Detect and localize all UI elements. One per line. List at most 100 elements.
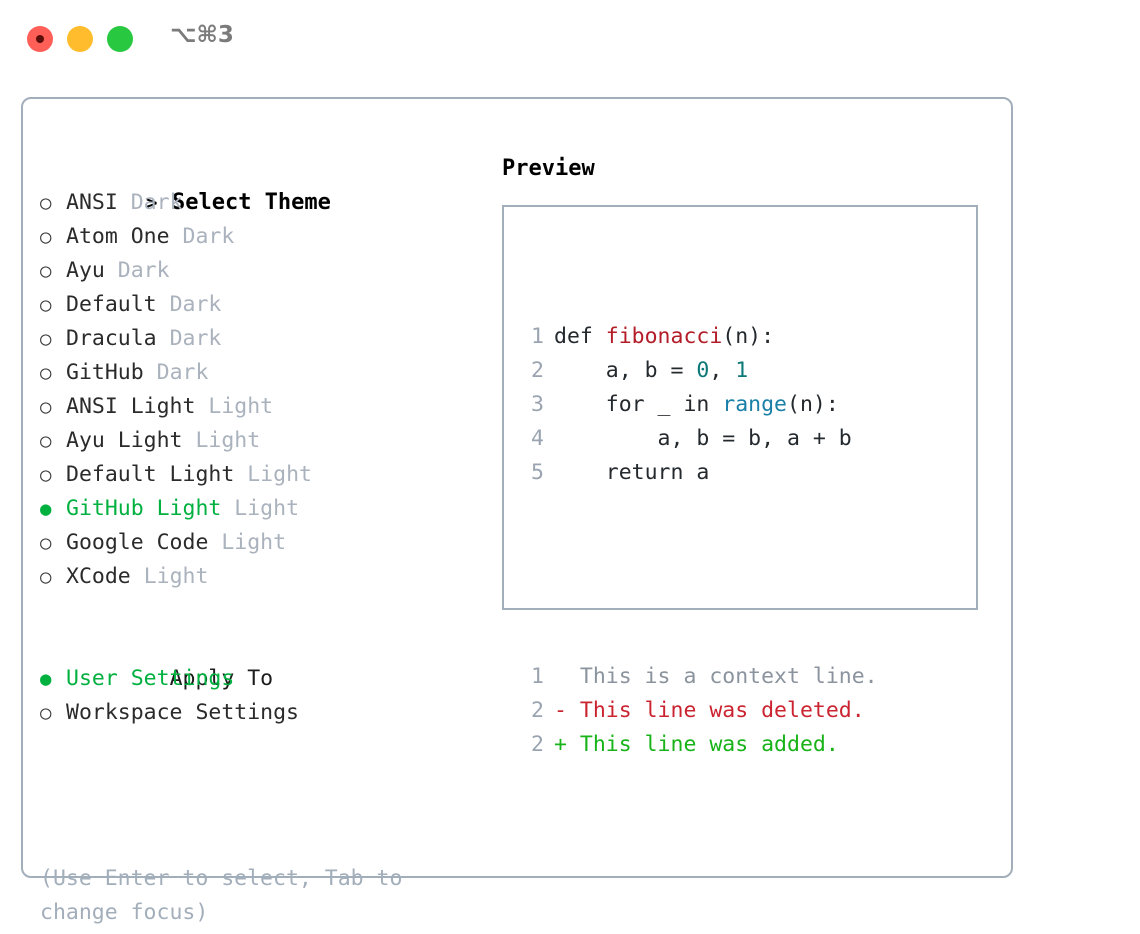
theme-option-label: GitHub Light: [66, 496, 222, 521]
radio-unselected-icon[interactable]: ○: [40, 328, 52, 350]
theme-option-label: ANSI Light: [66, 394, 196, 419]
theme-category-tag: Light: [221, 530, 287, 555]
theme-option-ansi-light[interactable]: ○ ANSI Light Light: [40, 390, 480, 424]
radio-unselected-icon[interactable]: ○: [40, 566, 52, 588]
theme-option-default[interactable]: ○ Default Dark: [40, 288, 480, 322]
diff-marker: [554, 664, 580, 689]
theme-option-github[interactable]: ○ GitHub Dark: [40, 356, 480, 390]
theme-category-tag: Light: [208, 394, 274, 419]
radio-unselected-icon[interactable]: ○: [40, 702, 52, 724]
code-line: 3 for _ in range(n):: [522, 388, 878, 422]
line-number: 2: [531, 698, 544, 723]
title-bar: ⌥⌘3: [0, 0, 1140, 78]
radio-unselected-icon[interactable]: ○: [40, 192, 52, 214]
line-number: 5: [531, 460, 544, 485]
preview-column: Preview: [502, 152, 992, 186]
radio-unselected-icon[interactable]: ○: [40, 260, 52, 282]
radio-unselected-icon[interactable]: ○: [40, 362, 52, 384]
apply-to-heading: ○Apply To: [40, 628, 480, 691]
apply-to-option-label: Workspace Settings: [66, 700, 299, 725]
theme-option-label: ANSI: [66, 190, 118, 215]
select-theme-heading: > Select Theme: [40, 152, 480, 215]
keyboard-hint: (Use Enter to select, Tab to change focu…: [40, 866, 416, 925]
diff-marker: -: [554, 698, 580, 723]
theme-category-tag: Light: [247, 462, 312, 487]
theme-option-default-light[interactable]: ○ Default Light Light: [40, 458, 480, 492]
spacer-text: [221, 496, 234, 521]
radio-selected-icon[interactable]: ●: [40, 498, 52, 520]
theme-option-label: Atom One: [66, 224, 170, 249]
theme-option-label: Default: [66, 292, 157, 317]
theme-option-label: Ayu: [66, 258, 105, 283]
theme-option-google-code[interactable]: ○ Google Code Light: [40, 526, 480, 560]
line-number: 2: [531, 732, 544, 757]
theme-option-label: GitHub: [66, 360, 144, 385]
apply-to-option-label: User Settings: [66, 666, 235, 691]
spacer-text: [144, 360, 157, 385]
code-line: 5 return a: [522, 456, 878, 490]
select-theme-heading-label: Select Theme: [171, 190, 331, 215]
diff-marker: +: [554, 732, 580, 757]
code-token-num: 0: [696, 358, 710, 383]
theme-option-label: Google Code: [66, 530, 209, 555]
spacer-text: [183, 428, 196, 453]
diff-sample: 1 This is a context line.2- This line wa…: [522, 660, 878, 762]
apply-to-option-user-settings[interactable]: ● User Settings: [40, 662, 480, 696]
theme-list: ○ ANSI Dark ○ Atom One Dark ○ Ayu Dark ○ Defaul…: [40, 186, 480, 594]
diff-line-add: 2+ This line was added.: [522, 728, 878, 762]
theme-category-tag: Dark: [169, 292, 222, 317]
theme-picker-column: > Select Theme ○ANSI Dark○Atom One Dark○…: [40, 152, 480, 730]
apply-to-list: ● User Settings ○ Workspace Settings: [40, 662, 480, 730]
theme-option-label: XCode: [66, 564, 131, 589]
theme-option-xcode[interactable]: ○XCode Light: [40, 560, 480, 594]
code-token-plain: (n):: [722, 324, 775, 349]
theme-option-ayu-light[interactable]: ○Ayu Light Light: [40, 424, 480, 458]
theme-option-atom-one[interactable]: ○ Atom One Dark: [40, 220, 480, 254]
radio-unselected-icon[interactable]: ○: [40, 430, 52, 452]
theme-category-tag: Dark: [169, 326, 222, 351]
apply-to-label: Apply To: [169, 666, 274, 691]
code-token-num: 1: [735, 358, 749, 383]
theme-option-dracula[interactable]: ○Dracula Dark: [40, 322, 480, 356]
theme-option-github-light[interactable]: ● GitHub Light Light: [40, 492, 480, 526]
spacer-text: [195, 394, 208, 419]
radio-unselected-icon[interactable]: ○: [40, 532, 52, 554]
radio-selected-icon[interactable]: ●: [40, 668, 52, 690]
zoom-button[interactable]: [107, 26, 133, 52]
radio-unselected-icon[interactable]: ○: [40, 464, 52, 486]
line-number: 2: [531, 358, 544, 383]
theme-option-ansi[interactable]: ○ ANSI Dark: [40, 186, 480, 220]
theme-option-label: Default Light: [66, 462, 235, 487]
theme-category-tag: Dark: [156, 360, 209, 385]
spacer-text: [157, 326, 170, 351]
radio-unselected-icon[interactable]: ○: [40, 226, 52, 248]
theme-category-tag: Dark: [130, 190, 183, 215]
theme-category-tag: Dark: [117, 258, 170, 283]
line-number: 3: [531, 392, 544, 417]
close-button[interactable]: [27, 26, 53, 52]
code-token-plain: ,: [709, 358, 736, 383]
apply-to-option-workspace-settings[interactable]: ○ Workspace Settings: [40, 696, 480, 730]
theme-category-tag: Light: [234, 496, 300, 521]
code-token-plain: a, b = b, a + b: [554, 426, 852, 451]
theme-category-tag: Dark: [182, 224, 235, 249]
diff-line-ctx: 1 This is a context line.: [522, 660, 878, 694]
code-token-plain: return a: [554, 460, 710, 485]
code-token-fn: fibonacci: [605, 324, 723, 349]
code-token-plain: for _ in: [554, 392, 723, 417]
spacer-text: [157, 292, 170, 317]
theme-option-ayu[interactable]: ○ Ayu Dark: [40, 254, 480, 288]
code-token-plain: def: [554, 324, 606, 349]
code-diff-spacer: [522, 558, 878, 592]
spacer-text: [105, 258, 118, 283]
window-controls: [27, 26, 133, 52]
cursor-prompt-icon: >: [145, 192, 169, 214]
radio-unselected-icon[interactable]: ○: [40, 396, 52, 418]
spacer-text: [208, 530, 221, 555]
radio-unselected-icon[interactable]: ○: [40, 294, 52, 316]
minimize-button[interactable]: [67, 26, 93, 52]
